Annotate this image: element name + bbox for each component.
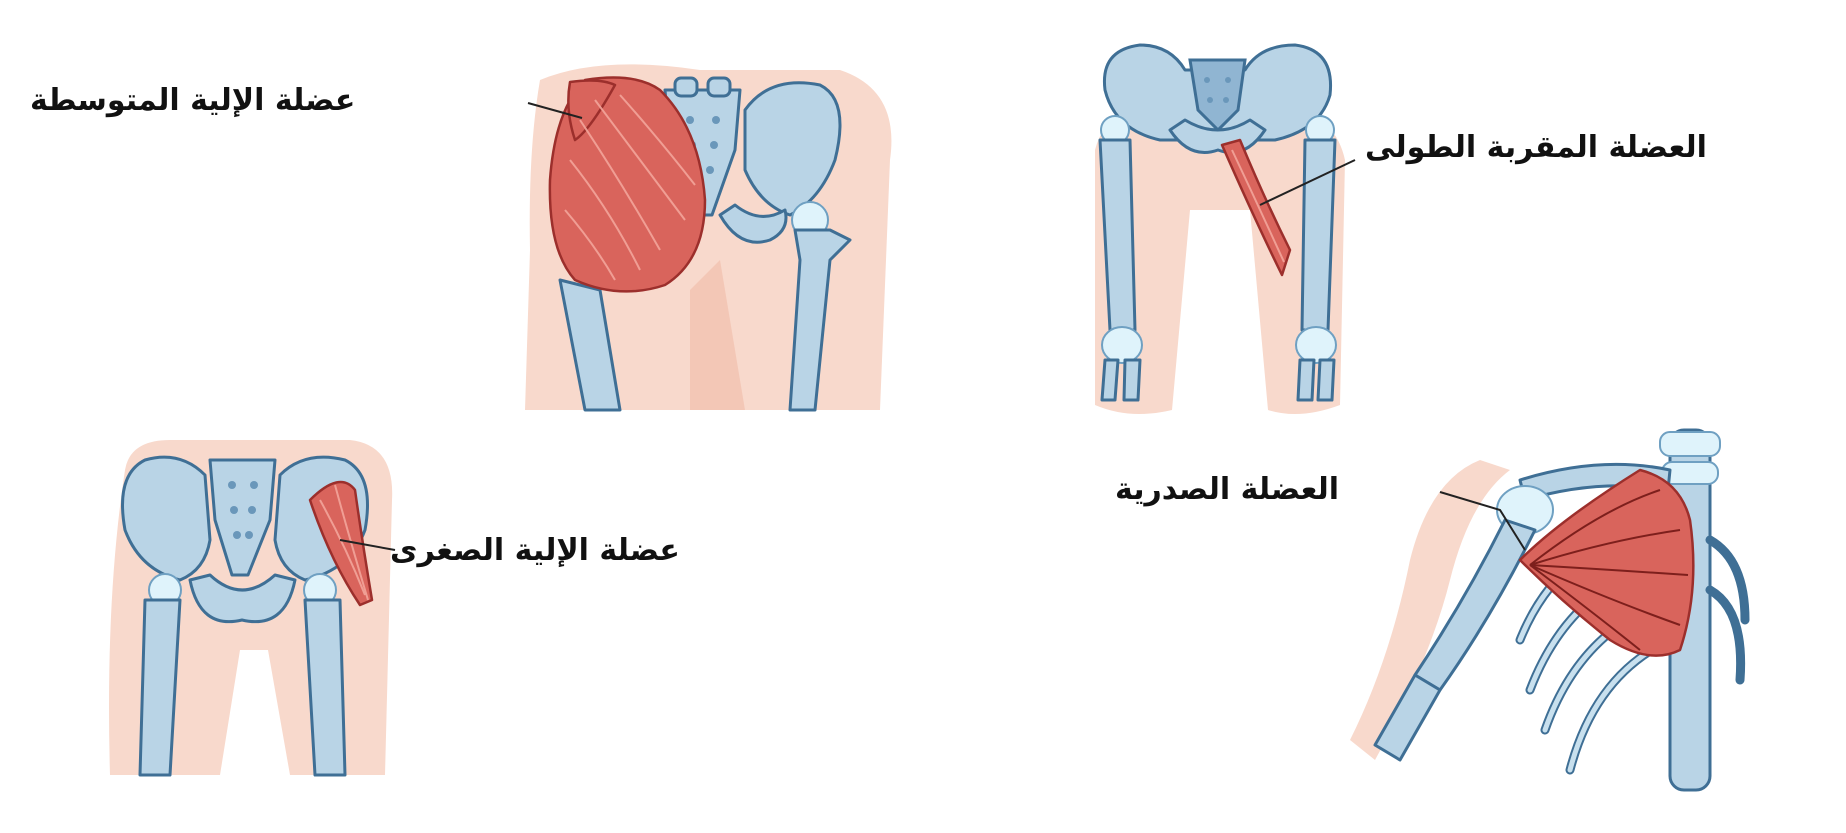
gluteus-minimus-figure (109, 440, 395, 775)
gluteus-medius-figure (525, 64, 891, 410)
adductor-longus-figure (1095, 45, 1355, 414)
pectoralis-figure (1350, 430, 1745, 790)
